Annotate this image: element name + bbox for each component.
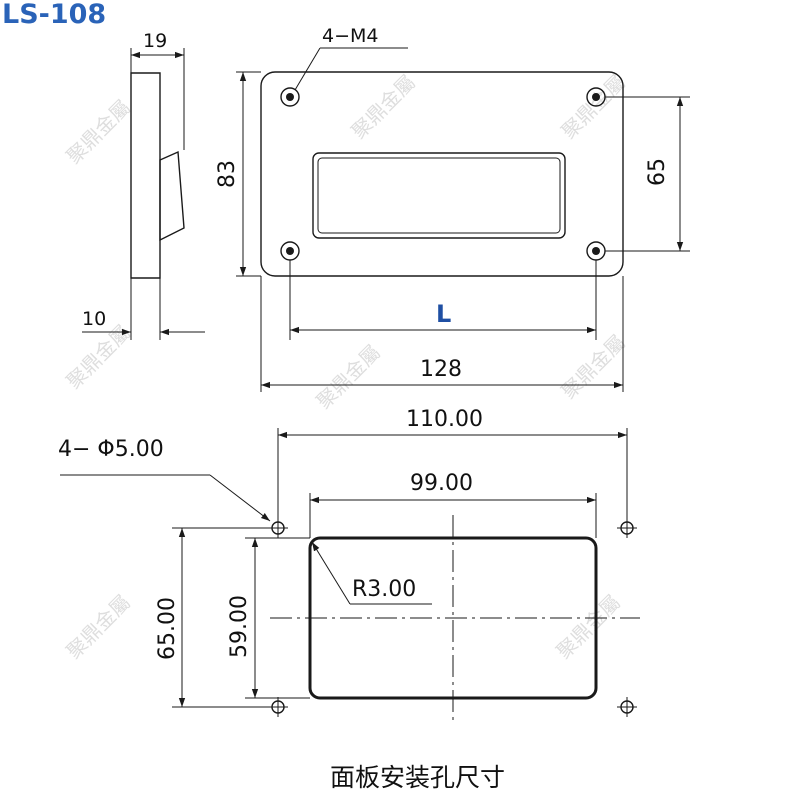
watermark: 聚鼎金屬	[62, 95, 136, 169]
mount-hole	[617, 518, 637, 538]
corner-radius-label: R3.00	[352, 577, 416, 602]
side-grip	[159, 150, 185, 242]
width-value: 128	[420, 357, 462, 382]
watermark: 聚鼎金屬	[552, 590, 626, 664]
front-view: 4−M4 83 65 L 128	[215, 25, 690, 392]
cutout-width-value: 99.00	[410, 471, 473, 496]
watermarks: 聚鼎金屬 聚鼎金屬 聚鼎金屬 聚鼎金屬 聚鼎金屬 聚鼎金屬 聚鼎金屬 聚鼎金屬	[62, 70, 631, 664]
watermark: 聚鼎金屬	[557, 330, 631, 404]
cutout-view: 110.00 99.00 4− Φ5.00	[58, 407, 640, 792]
cutout-caption: 面板安装孔尺寸	[330, 763, 505, 792]
mount-hole	[617, 697, 637, 717]
watermark: 聚鼎金屬	[557, 70, 631, 144]
mount-hole-spec-label: 4− Φ5.00	[58, 437, 164, 462]
panel-outline	[260, 71, 624, 277]
cutout-hole-spacing-h-value: 65.00	[155, 597, 180, 660]
watermark: 聚鼎金屬	[312, 340, 386, 414]
recess-inner	[317, 157, 561, 234]
mount-hole	[268, 697, 288, 717]
hole-spacing-h-label: L	[436, 300, 451, 328]
side-thickness-value: 10	[82, 308, 106, 330]
screw-hole	[280, 241, 300, 261]
hole-spacing-v-value: 65	[645, 158, 670, 186]
watermark: 聚鼎金屬	[347, 70, 421, 144]
height-value: 83	[215, 160, 240, 188]
model-label: LS-108	[2, 0, 106, 30]
side-profile	[130, 72, 161, 279]
mount-hole	[268, 518, 288, 538]
side-view: 19 10	[82, 30, 205, 340]
screw-hole	[280, 87, 300, 107]
side-depth-value: 19	[143, 30, 167, 52]
watermark: 聚鼎金屬	[62, 320, 136, 394]
cutout-height-value: 59.00	[227, 595, 252, 658]
screw-hole	[586, 241, 606, 261]
screw-spec-label: 4−M4	[322, 25, 379, 47]
cutout-hole-spacing-w-value: 110.00	[406, 407, 483, 432]
watermark: 聚鼎金屬	[62, 590, 136, 664]
recess-outline	[312, 152, 566, 239]
